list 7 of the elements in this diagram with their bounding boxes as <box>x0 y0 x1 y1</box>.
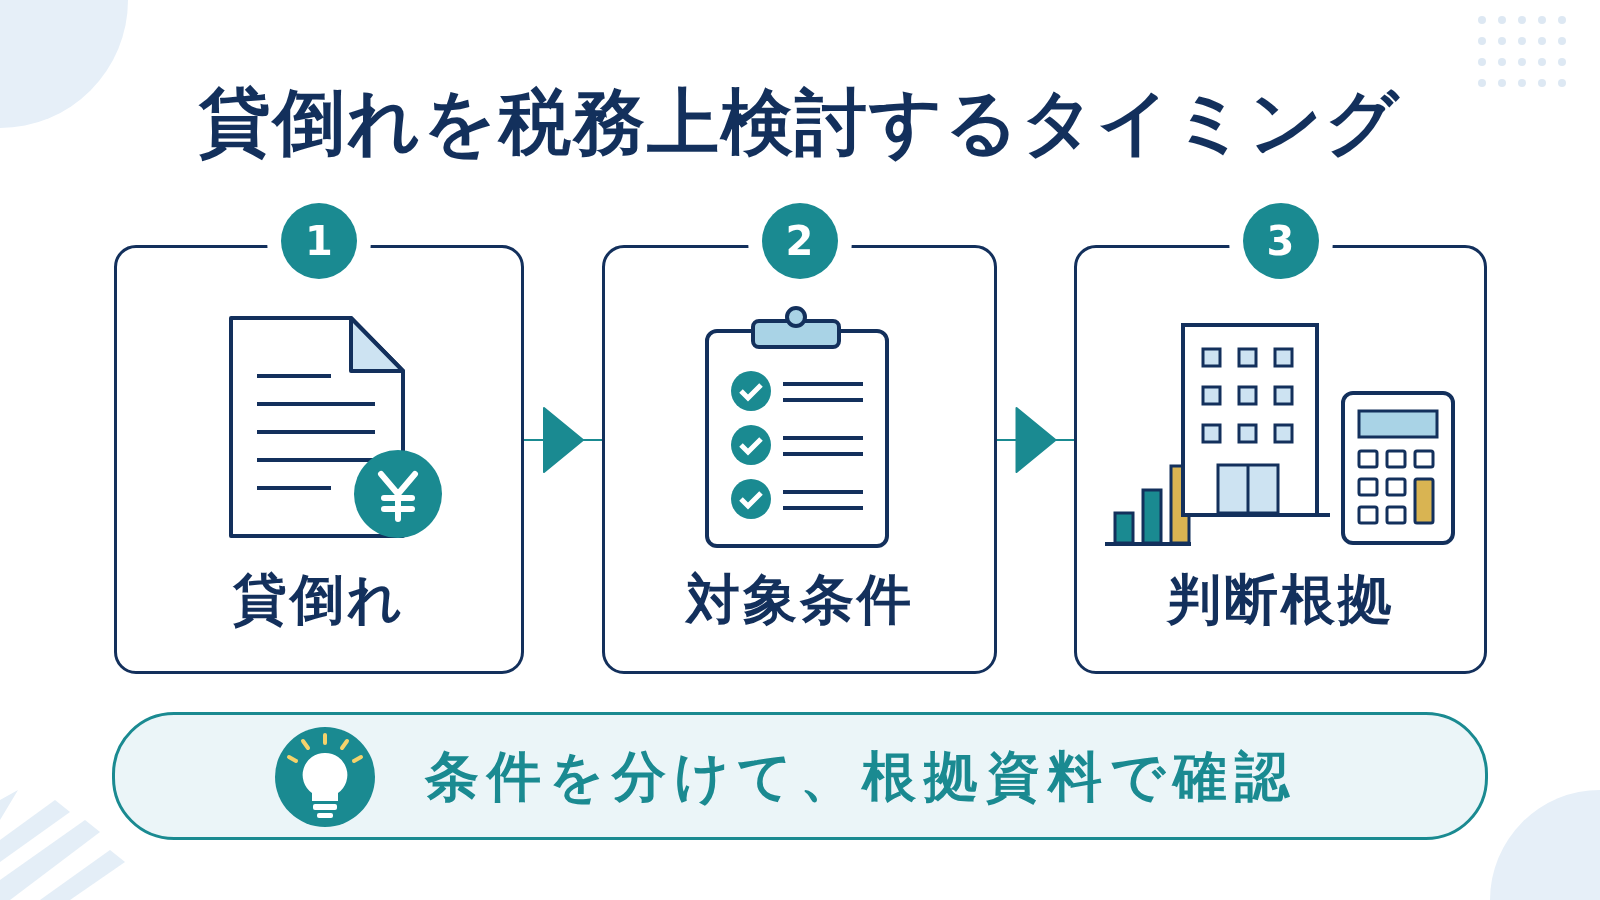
summary-text: 条件を分けて、根拠資料で確認 <box>425 744 1297 810</box>
arrow <box>996 407 1075 473</box>
step-label: 対象条件 <box>684 567 915 633</box>
step-label: 貸倒れ <box>232 567 406 633</box>
title: 貸倒れを税務上検討するタイミング <box>197 79 1402 166</box>
arrow <box>523 407 603 473</box>
step-label: 判断根拠 <box>1165 567 1396 633</box>
